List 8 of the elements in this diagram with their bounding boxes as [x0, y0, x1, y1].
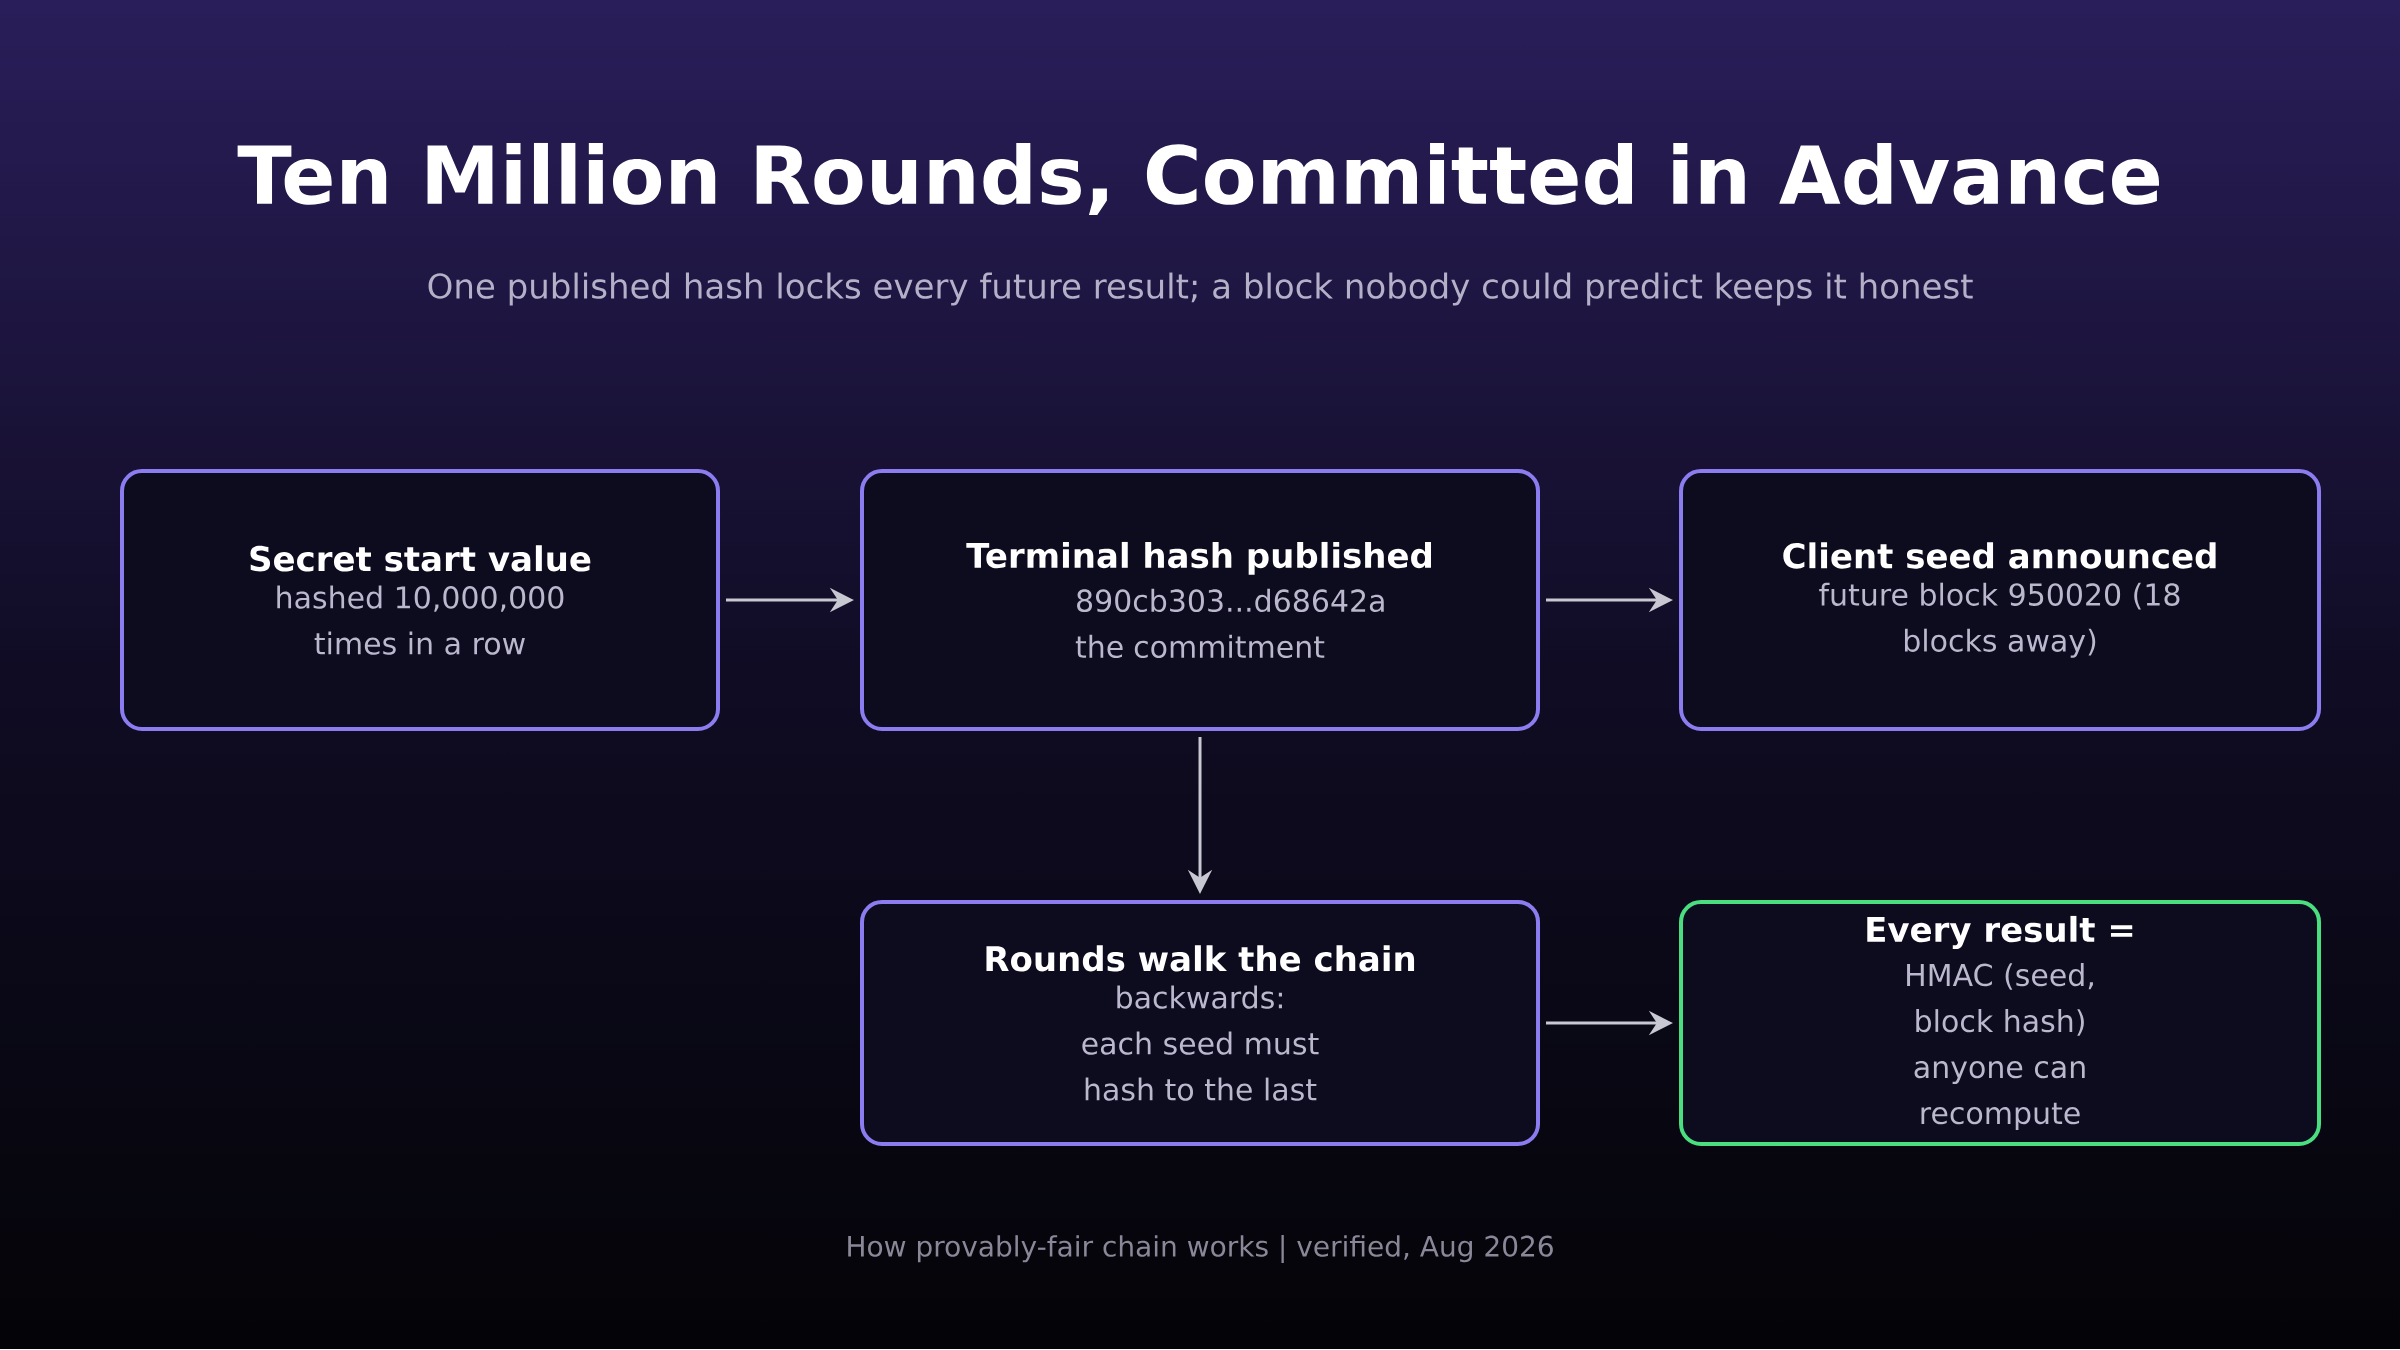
process-box: Rounds walk the chain backwards: each seed must hash to the last [860, 900, 1540, 1146]
process-box: Every result = HMAC (seed, block hash) anyone can recompute [1679, 900, 2321, 1146]
caption: How provably-fair chain works | verified, Aug 2026 [848, 1235, 1553, 1264]
process-box: Secret start value hashed 10,000,000 times in a row [120, 469, 720, 731]
process-box: Terminal hash published 890cb303...d68642a the commitment [860, 469, 1540, 731]
title: Ten Million Rounds, Committed in Advance [237, 142, 2159, 216]
process-box: Client seed announced future block 950020 (18 blocks away) [1679, 469, 2321, 731]
subtitle: One published hash locks every future result; a block nobody could predict keeps it honest [428, 272, 1973, 306]
